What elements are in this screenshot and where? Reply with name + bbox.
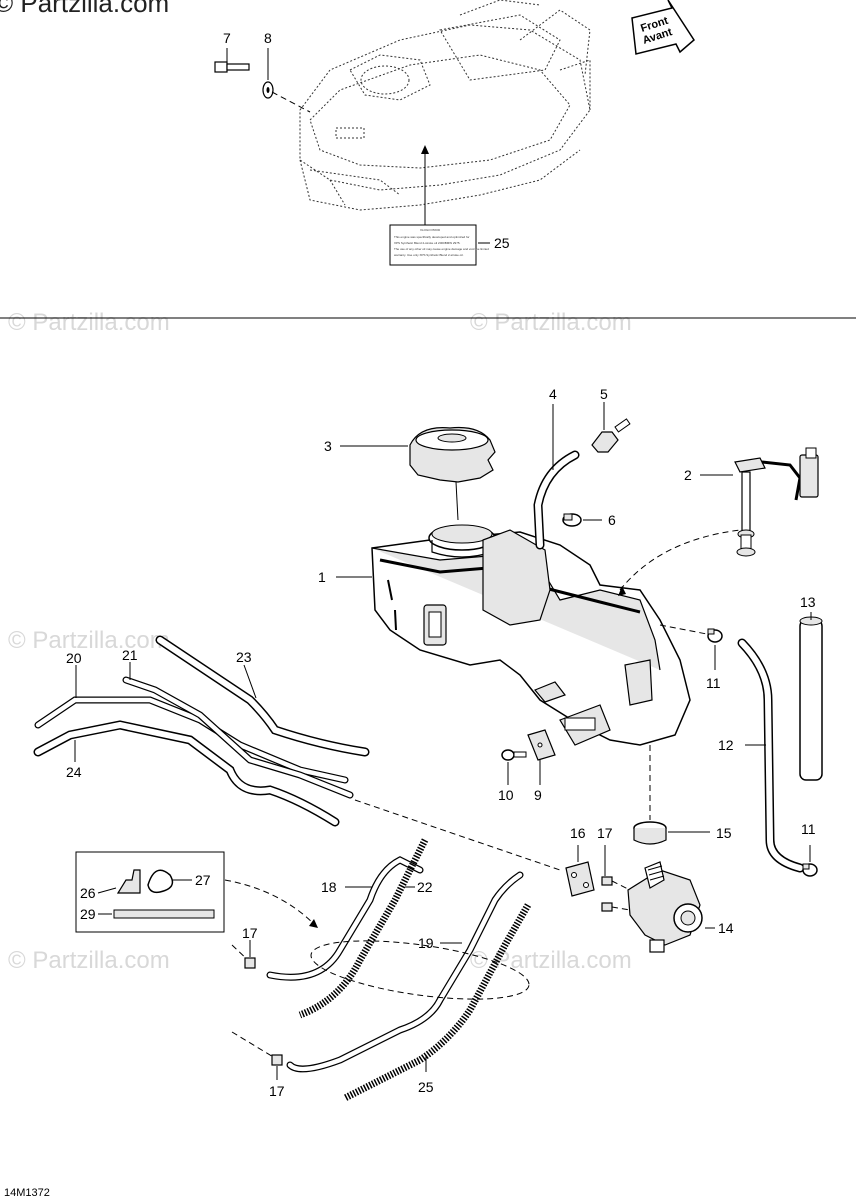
hose-21 [122,676,354,799]
callout-17: 17 [269,1083,285,1099]
callout-2: 2 [684,467,692,483]
ring-15 [633,821,667,845]
watermark: © Partzilla.com [8,309,170,336]
hose-12 [737,638,805,873]
decal-line: XPS Synthetic Blend 2-stroke oil 2000BMW… [394,241,461,245]
decal-line: The use of any other oil may cause engin… [394,247,489,251]
kit-box [75,851,225,933]
callout-20: 20 [66,650,82,666]
callout-6: 6 [608,512,616,528]
callout-23: 23 [236,649,252,665]
fitting-17 [271,1054,283,1066]
chassis-dotted-outline [299,0,591,211]
watermark-top: © Partzilla.com [0,0,169,18]
decal-heading: XLOGO PROD [420,228,441,232]
callout-22: 22 [417,879,433,895]
callout-4: 4 [549,386,557,402]
callout-12: 12 [718,737,734,753]
bolt-7 [214,61,250,73]
washer-8 [262,81,274,99]
bracket-9 [527,729,556,761]
callout-27: 27 [195,872,211,888]
hose-22 [298,838,429,1019]
hose-24 [33,720,340,827]
hose-23 [155,635,370,757]
callout-26: 26 [80,885,96,901]
strap-27 [147,869,174,894]
hose-13 [799,616,823,781]
screw-10 [501,749,527,761]
callout-16: 16 [570,825,586,841]
fitting-17 [244,957,256,969]
callout-17: 17 [242,925,258,941]
callout-14: 14 [718,920,734,936]
plate-16 [565,861,595,897]
callout-18: 18 [321,879,337,895]
decal-line: This engine was specifically developed a… [394,235,470,239]
callout-5: 5 [600,386,608,402]
callout-11: 11 [801,821,816,837]
vent-tube-4 [533,450,580,550]
callout-10: 10 [498,787,514,803]
callout-28: 25 [494,235,510,251]
callout-7: 7 [223,30,231,46]
callout-17: 17 [597,825,613,841]
callout-24: 24 [66,764,82,780]
check-valve-5 [591,418,631,453]
callout-1: 1 [318,569,326,585]
decal-line: warranty. Use only XPS Synthetic Blend 2… [394,253,464,257]
callout-8: 8 [264,30,272,46]
drawing-number: 14M1372 [4,1187,50,1199]
oil-pump-14 [627,861,703,953]
level-sensor-2 [734,447,819,557]
decal-28: XLOGO PROD This engine was specifically … [389,224,489,266]
clamp-11 [707,628,723,643]
hose-20 [34,696,349,784]
front-direction-arrow: Front Avant [631,0,695,55]
oil-tank-cap-3 [409,426,496,483]
watermark: © Partzilla.com [8,947,170,974]
callout-21: 21 [122,647,138,663]
bracket-26 [116,869,141,894]
watermark: © Partzilla.com [470,309,632,336]
hose-19 [286,871,524,1073]
callout-19: 19 [418,935,434,951]
callout-3: 3 [324,438,332,454]
fitting-17 [601,876,613,912]
callout-15: 15 [716,825,732,841]
clamp-11 [802,863,818,877]
watermark: © Partzilla.com [8,627,170,654]
callout-9: 9 [534,787,542,803]
callout-11: 11 [706,675,721,691]
callout-29: 29 [80,906,96,922]
callout-25: 25 [418,1079,434,1095]
callout-13: 13 [800,594,816,610]
hose-18 [266,856,424,981]
tape-29 [113,909,215,919]
clamp-6 [562,513,582,527]
oil-tank-1 [371,524,691,746]
